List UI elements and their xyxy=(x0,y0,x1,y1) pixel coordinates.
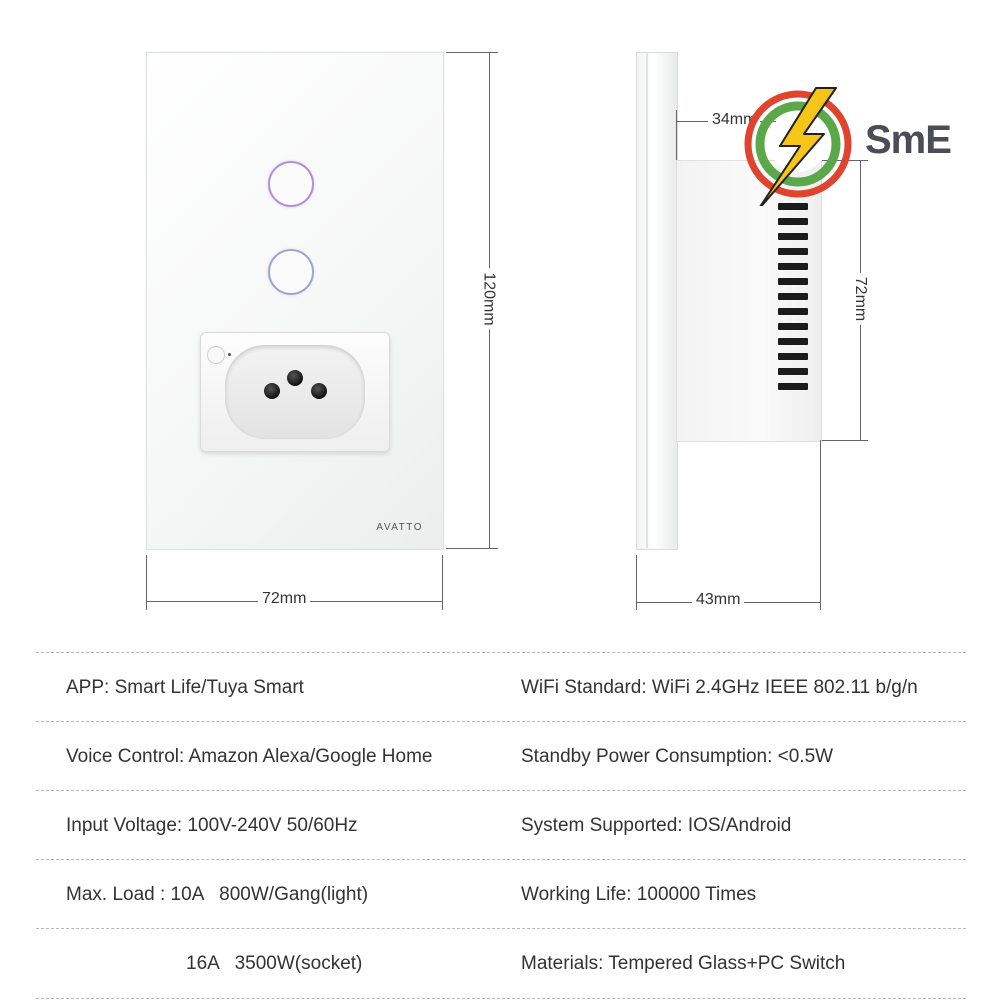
spec-row: 16A 3500W(socket) Materials: Tempered Gl… xyxy=(36,928,966,999)
front-height-ext-bottom xyxy=(446,548,498,549)
side-vent xyxy=(778,308,808,315)
side-vent xyxy=(778,233,808,240)
socket-pin-hole-right xyxy=(311,383,327,399)
sme-logo-text: SmE xyxy=(865,118,952,162)
spec-max-load-socket: 16A 3500W(socket) xyxy=(186,953,363,974)
spec-row: APP: Smart Life/Tuya Smart WiFi Standard… xyxy=(36,652,966,722)
side-vent xyxy=(778,218,808,225)
front-panel: AVATTO xyxy=(146,52,444,550)
side-vent xyxy=(778,293,808,300)
side-body-height-label: 72mm xyxy=(851,272,870,326)
side-total-depth-ext-left xyxy=(636,555,637,610)
spec-input-voltage: Input Voltage: 100V-240V 50/60Hz xyxy=(66,815,358,836)
sme-logo-icon xyxy=(744,87,852,206)
side-vent xyxy=(778,263,808,270)
spec-working-life: Working Life: 100000 Times xyxy=(521,884,757,905)
side-view-plate xyxy=(636,52,678,550)
socket-indicator-ring xyxy=(207,346,225,364)
side-vent xyxy=(778,368,808,375)
spec-row: Max. Load : 10A 800W/Gang(light) Working… xyxy=(36,859,966,929)
spec-system-supported: System Supported: IOS/Android xyxy=(521,815,792,836)
side-view-plate-edge xyxy=(646,52,648,548)
spec-standby-power: Standby Power Consumption: <0.5W xyxy=(521,746,834,767)
spec-row: Input Voltage: 100V-240V 50/60Hz System … xyxy=(36,790,966,860)
front-width-ext-right xyxy=(442,555,443,610)
side-depth-top-ext xyxy=(676,110,677,160)
side-vent xyxy=(778,353,808,360)
spec-app: APP: Smart Life/Tuya Smart xyxy=(66,677,304,698)
side-vent xyxy=(778,338,808,345)
socket-face xyxy=(225,345,365,439)
side-vent xyxy=(778,248,808,255)
brand-logo: AVATTO xyxy=(376,522,423,533)
touch-button-1[interactable] xyxy=(268,161,314,207)
spec-materials: Materials: Tempered Glass+PC Switch xyxy=(521,953,846,974)
side-vent xyxy=(778,203,808,210)
front-height-label: 120mm xyxy=(479,268,498,330)
socket-pin-hole-left xyxy=(264,383,280,399)
side-depth-top-label: 34mm xyxy=(708,111,761,129)
spec-max-load: Max. Load : 10A 800W/Gang(light) xyxy=(66,884,369,905)
spec-wifi-standard: WiFi Standard: WiFi 2.4GHz IEEE 802.11 b… xyxy=(521,677,918,698)
socket-pin-hole-center xyxy=(287,370,303,386)
side-body-height-ext-bottom xyxy=(822,440,868,441)
spec-voice-control: Voice Control: Amazon Alexa/Google Home xyxy=(66,746,433,767)
side-total-depth-label: 43mm xyxy=(692,591,745,609)
front-height-ext-top xyxy=(446,52,498,53)
side-total-depth-ext-right xyxy=(820,440,821,610)
front-width-label: 72mm xyxy=(258,590,311,608)
socket-module xyxy=(200,332,390,452)
spec-row: Voice Control: Amazon Alexa/Google Home … xyxy=(36,721,966,791)
side-vent xyxy=(778,278,808,285)
front-width-ext-left xyxy=(146,555,147,610)
socket-indicator-dot xyxy=(228,353,231,356)
side-vent xyxy=(778,323,808,330)
touch-button-2[interactable] xyxy=(268,249,314,295)
side-vent xyxy=(778,383,808,390)
